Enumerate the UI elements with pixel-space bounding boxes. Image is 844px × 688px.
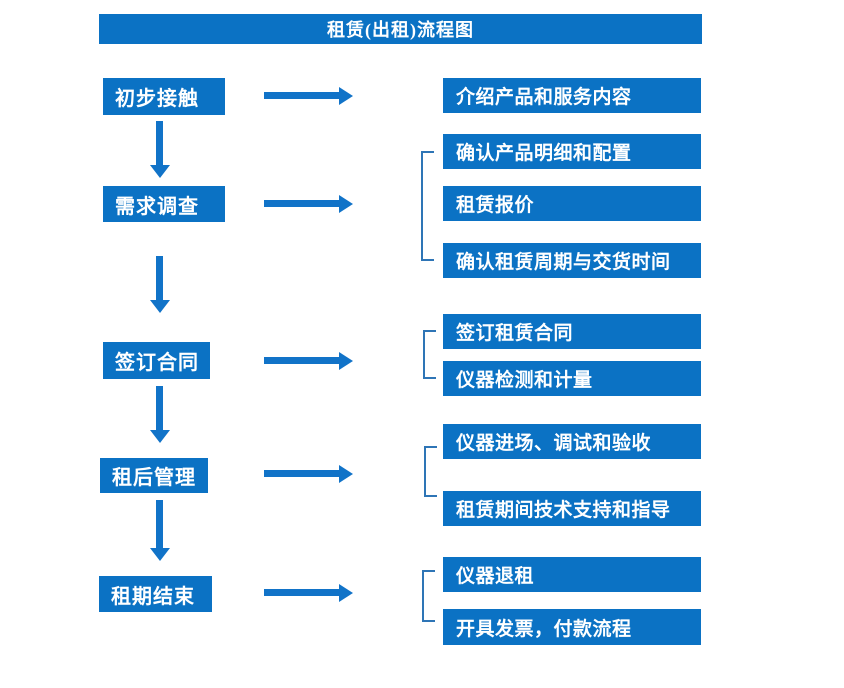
down-arrow-icon-2	[156, 256, 163, 300]
detail-label: 租赁报价	[456, 195, 535, 216]
page-title: 租赁(出租)流程图	[327, 20, 474, 40]
detail-label: 确认产品明细和配置	[456, 143, 632, 164]
detail-label: 介绍产品和服务内容	[456, 87, 632, 108]
stage-label: 租后管理	[112, 467, 196, 489]
stage-rental-end: 租期结束	[99, 576, 212, 612]
right-arrow-icon-2	[264, 200, 339, 207]
right-arrow-icon-3	[264, 357, 339, 364]
detail-invoice-payment: 开具发票，付款流程	[443, 609, 701, 645]
bracket-group-demand-survey	[421, 151, 434, 261]
detail-rental-quote: 租赁报价	[443, 186, 701, 221]
detail-tech-support: 租赁期间技术支持和指导	[443, 491, 701, 526]
stage-demand-survey: 需求调查	[103, 186, 225, 222]
stage-label: 签订合同	[115, 352, 199, 374]
stage-label: 初步接触	[115, 88, 199, 110]
detail-label: 租赁期间技术支持和指导	[456, 500, 671, 521]
down-arrow-icon-1	[156, 121, 163, 165]
detail-label: 仪器退租	[456, 566, 535, 587]
detail-sign-rental-contract: 签订租赁合同	[443, 314, 701, 349]
stage-initial-contact: 初步接触	[103, 78, 225, 115]
detail-instrument-setup-acceptance: 仪器进场、调试和验收	[443, 424, 701, 459]
stage-post-rental-management: 租后管理	[100, 458, 208, 493]
detail-introduce-products: 介绍产品和服务内容	[443, 78, 701, 113]
detail-instrument-testing: 仪器检测和计量	[443, 361, 701, 396]
bracket-group-sign-contract	[423, 330, 436, 379]
detail-label: 签订租赁合同	[456, 323, 574, 344]
stage-sign-contract: 签订合同	[103, 342, 210, 379]
right-arrow-icon-5	[264, 589, 339, 596]
detail-label: 开具发票，付款流程	[456, 618, 632, 640]
bracket-group-post-rental	[424, 446, 437, 497]
detail-label: 仪器检测和计量	[456, 370, 593, 391]
down-arrow-icon-3	[156, 386, 163, 430]
detail-confirm-period-delivery: 确认租赁周期与交货时间	[443, 243, 701, 278]
stage-label: 租期结束	[111, 585, 195, 608]
title-bar: 租赁(出租)流程图	[99, 14, 702, 44]
right-arrow-icon-1	[264, 92, 339, 99]
detail-label: 仪器进场、调试和验收	[456, 433, 652, 454]
down-arrow-icon-4	[156, 500, 163, 548]
detail-label: 确认租赁周期与交货时间	[456, 252, 671, 273]
stage-label: 需求调查	[115, 195, 199, 218]
right-arrow-icon-4	[264, 470, 339, 477]
bracket-group-rental-end	[422, 570, 435, 622]
detail-instrument-return: 仪器退租	[443, 557, 701, 592]
detail-confirm-product-config: 确认产品明细和配置	[443, 134, 701, 169]
